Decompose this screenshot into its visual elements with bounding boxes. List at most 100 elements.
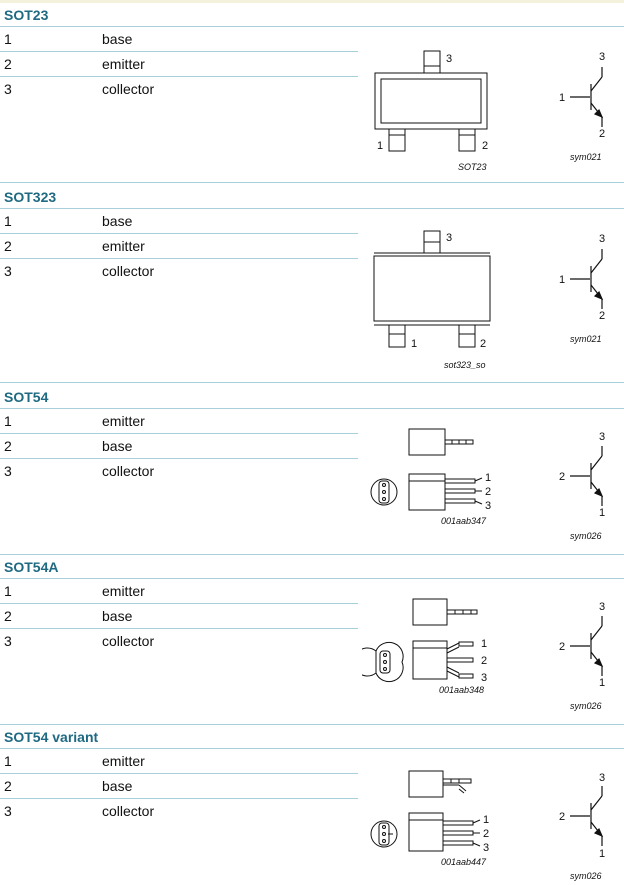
pin-description: base: [102, 213, 133, 229]
symbol-pin-label: 3: [599, 772, 605, 784]
npn-transistor-icon: [570, 616, 604, 676]
pin-row: 1 emitter: [0, 579, 358, 604]
section-title: SOT23: [4, 7, 49, 23]
npn-transistor-icon: [570, 249, 604, 309]
pin-table: 1 emitter 2 base 3 collector: [0, 579, 358, 653]
pin-row: 1 base: [0, 209, 358, 234]
npn-transistor-icon: [570, 786, 604, 846]
divider: [0, 208, 624, 209]
pin-number: 2: [4, 438, 12, 454]
symbol-pin-label: 1: [559, 92, 565, 104]
pin-table: 1 emitter 2 base 3 collector: [0, 409, 358, 483]
pin-row: 2 base: [0, 774, 358, 799]
pin-number: 1: [4, 31, 12, 47]
pin-number: 3: [4, 463, 12, 479]
divider: [0, 748, 624, 749]
package-pin-label: 1: [485, 472, 491, 484]
divider: [0, 554, 624, 555]
package-caption: 001aab348: [439, 685, 484, 695]
pin-description: collector: [102, 81, 155, 97]
package-caption: 001aab447: [441, 857, 487, 867]
transistor-symbol: 2 3 1 sym026: [559, 431, 605, 541]
symbol-pin-label: 1: [599, 507, 605, 519]
pin-description: collector: [102, 263, 155, 279]
pin-row: 1 emitter: [0, 749, 358, 774]
symbol-caption: sym021: [570, 334, 602, 344]
section-title: SOT323: [4, 189, 57, 205]
pin-number: 2: [4, 238, 12, 254]
section-title: SOT54: [4, 389, 49, 405]
symbol-pin-label: 1: [599, 848, 605, 860]
symbol-caption: sym026: [570, 701, 602, 711]
symbol-pin-label: 1: [599, 677, 605, 689]
pin-description: base: [102, 778, 133, 794]
symbol-pin-label: 2: [599, 310, 605, 322]
package-outline-sot23: 3 1 2 SOT23: [374, 50, 488, 172]
to92-package-icon: [370, 428, 483, 511]
sot-package-icon: [374, 50, 488, 152]
pin-number: 1: [4, 213, 12, 229]
package-pin-label: 3: [483, 842, 489, 854]
package-pin-label: 1: [483, 814, 489, 826]
pin-number: 3: [4, 263, 12, 279]
transistor-symbol: 2 3 1 sym026: [559, 601, 605, 711]
symbol-caption: sym026: [570, 531, 602, 541]
package-pin-label: 1: [411, 338, 417, 350]
package-outline-sot323: 3 1 2 sot323_so: [373, 230, 491, 370]
section-title: SOT54A: [4, 559, 59, 575]
symbol-pin-label: 2: [559, 811, 565, 823]
pin-table: 1 base 2 emitter 3 collector: [0, 27, 358, 101]
pin-row: 3 collector: [0, 459, 358, 483]
pin-row: 2 emitter: [0, 234, 358, 259]
pin-description: emitter: [102, 413, 145, 429]
package-pin-label: 1: [377, 140, 383, 152]
package-pin-label: 3: [446, 53, 452, 65]
transistor-symbol: 2 3 1 sym026: [559, 772, 605, 881]
pin-row: 2 base: [0, 604, 358, 629]
pin-description: emitter: [102, 238, 145, 254]
pin-row: 2 emitter: [0, 52, 358, 77]
pin-number: 3: [4, 633, 12, 649]
package-caption: sot323_so: [444, 360, 486, 370]
symbol-pin-label: 2: [559, 641, 565, 653]
npn-transistor-icon: [570, 446, 604, 506]
symbol-pin-label: 3: [599, 233, 605, 245]
pin-number: 1: [4, 753, 12, 769]
pin-description: base: [102, 31, 133, 47]
symbol-caption: sym026: [570, 871, 602, 881]
divider: [0, 182, 624, 183]
section-sot54-variant: SOT54 variant 1 emitter 2 base 3 collect…: [0, 726, 624, 885]
pin-row: 1 emitter: [0, 409, 358, 434]
section-sot323: SOT323 1 base 2 emitter 3 collector 3 1: [0, 186, 624, 383]
package-pin-label: 2: [481, 655, 487, 667]
package-caption: 001aab347: [441, 516, 487, 526]
transistor-symbol: 1 3 2 sym021: [559, 51, 605, 162]
pin-description: base: [102, 438, 133, 454]
package-outline-sot54a: 1 2 3 001aab348: [362, 598, 487, 695]
section-sot54: SOT54 1 emitter 2 base 3 collector: [0, 386, 624, 555]
pin-description: collector: [102, 463, 155, 479]
top-bar: [0, 0, 624, 3]
symbol-pin-label: 2: [599, 128, 605, 140]
package-pin-label: 2: [483, 828, 489, 840]
pin-row: 2 base: [0, 434, 358, 459]
to92-package-icon: [362, 598, 478, 683]
divider: [0, 382, 624, 383]
pin-row: 3 collector: [0, 629, 358, 653]
symbol-pin-label: 3: [599, 431, 605, 443]
symbol-pin-label: 2: [559, 471, 565, 483]
symbol-pin-label: 3: [599, 601, 605, 613]
pin-number: 3: [4, 81, 12, 97]
package-pin-label: 2: [482, 140, 488, 152]
package-caption: SOT23: [458, 162, 487, 172]
symbol-caption: sym021: [570, 152, 602, 162]
pin-number: 2: [4, 778, 12, 794]
package-pin-label: 3: [481, 672, 487, 684]
package-pin-label: 2: [485, 486, 491, 498]
package-pin-label: 1: [481, 638, 487, 650]
transistor-symbol: 1 3 2 sym021: [559, 233, 605, 344]
pin-description: collector: [102, 803, 155, 819]
divider: [0, 724, 624, 725]
pin-description: base: [102, 608, 133, 624]
pin-number: 3: [4, 803, 12, 819]
